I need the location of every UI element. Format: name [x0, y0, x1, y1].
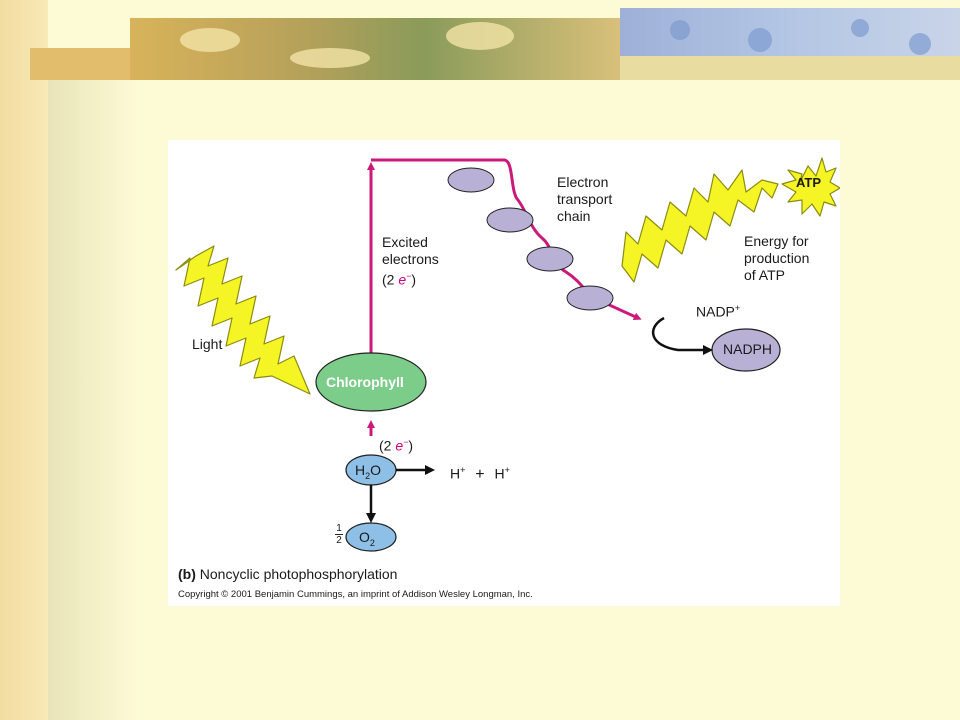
electron-carriers: [447, 167, 614, 311]
carrier-3: [526, 246, 574, 272]
energy-for-atp-label: Energy for production of ATP: [744, 233, 810, 283]
light-arrow: [175, 245, 311, 395]
diagram-graphics: [175, 157, 840, 552]
lower-two-electrons-label: (2 e−): [379, 437, 414, 454]
atp-burst: [781, 157, 840, 217]
chlorophyll-node: [315, 352, 427, 412]
light-label: Light: [192, 336, 223, 352]
energy-arrow: [621, 169, 779, 283]
nadp-curved-arrow: [651, 316, 713, 355]
copyright-text: Copyright © 2001 Benjamin Cummings, an i…: [178, 589, 533, 600]
atp-label: ATP: [796, 175, 822, 190]
oxygen-label: O2: [359, 529, 375, 548]
electron-path: [367, 158, 642, 436]
carrier-1: [447, 167, 495, 193]
nadph-label: NADPH: [723, 341, 773, 357]
carrier-4: [566, 285, 614, 311]
electron-transport-chain-label: Electron transport chain: [557, 174, 613, 224]
carrier-2: [486, 207, 534, 233]
chlorophyll-label: Chlorophyll: [326, 374, 404, 390]
excited-electrons-label: Excited electrons (2 e−): [382, 234, 439, 288]
water-label: H2O: [355, 462, 382, 481]
figure-caption: (b) Noncyclic photophosphorylation: [178, 566, 398, 582]
half-fraction: 1 2: [335, 523, 343, 546]
nadp-label: NADP+: [696, 303, 741, 320]
protons-label: H+ + H+: [450, 465, 510, 483]
oxygen-node: [345, 522, 397, 552]
photophosphorylation-diagram: Light Excited electrons (2 e−) Electron …: [168, 140, 840, 606]
